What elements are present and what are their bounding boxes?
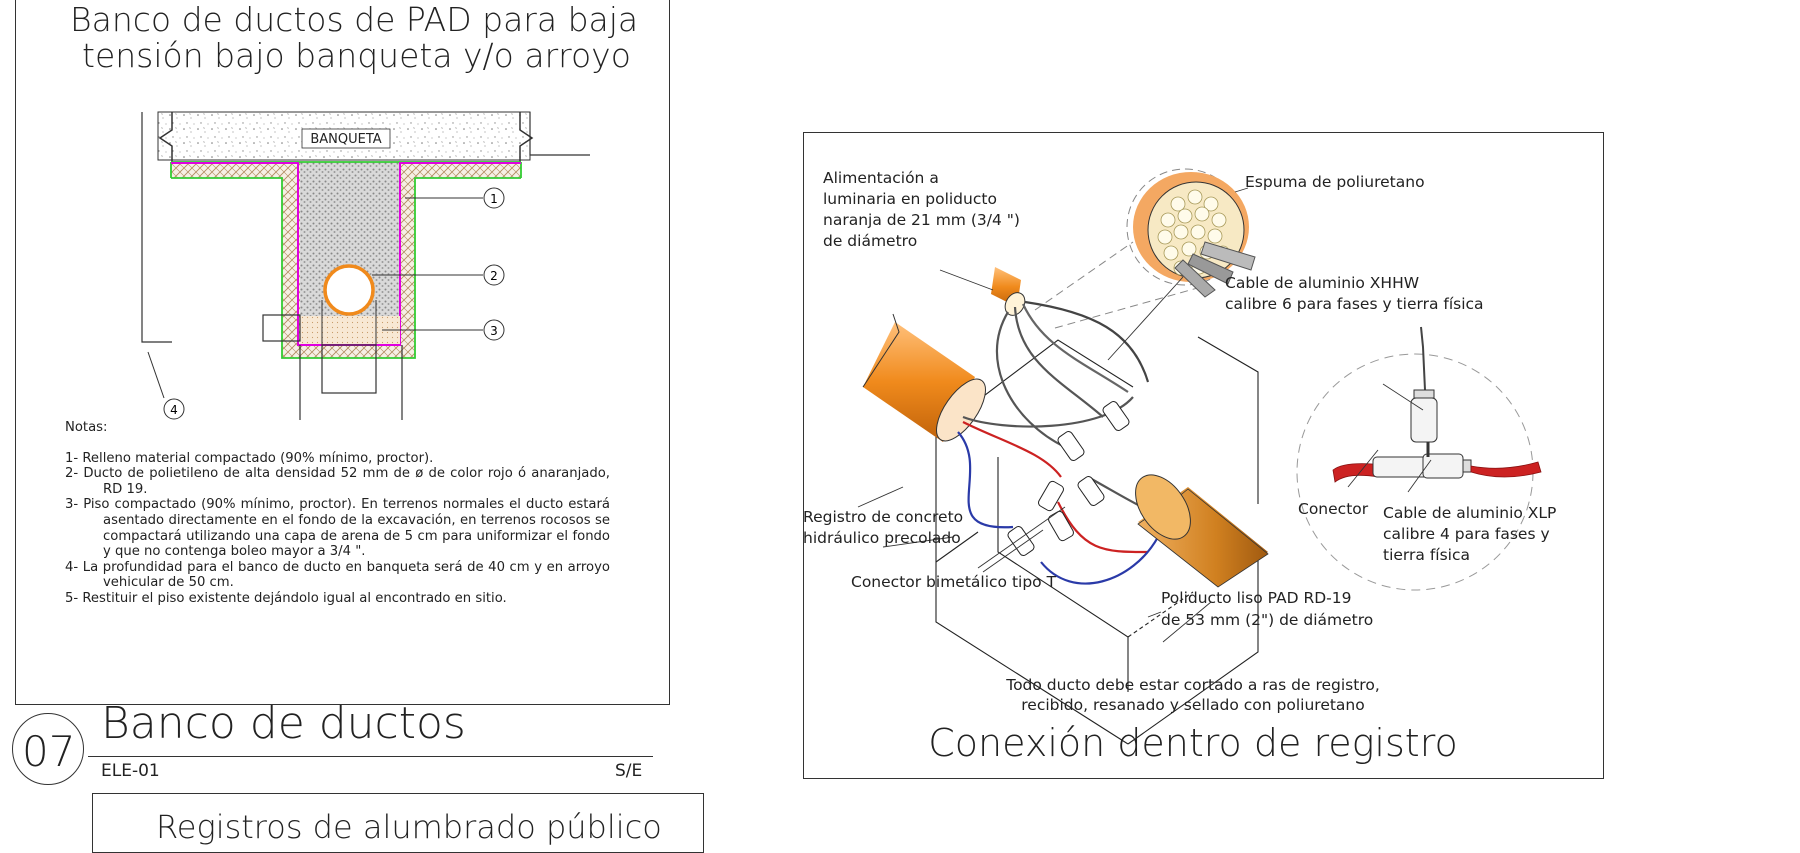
section-title-line2: tensión bajo banqueta y/o arroyo xyxy=(82,36,631,75)
sheet-number-circle xyxy=(12,713,84,785)
note-line-2: recibido, resanado y sellado con poliure… xyxy=(1021,696,1364,714)
foam-detail-circle xyxy=(1126,168,1256,298)
svg-text:luminaria en poliducto: luminaria en poliducto xyxy=(823,190,997,208)
sheet-code: ELE-01 xyxy=(101,761,160,781)
note-item: 4- La profundidad para el banco de ducto… xyxy=(65,559,610,591)
svg-text:1: 1 xyxy=(490,192,498,206)
note-item: 5- Restituir el piso existente dejándolo… xyxy=(65,590,507,606)
section-frame-right xyxy=(803,132,1604,779)
registro-connection-drawing: Alimentación a luminaria en poliducto na… xyxy=(803,168,1556,765)
svg-text:calibre 4 para fases y: calibre 4 para fases y xyxy=(1383,525,1550,543)
bottom-section-title: Registros de alumbrado público xyxy=(156,808,662,846)
svg-text:calibre 6 para fases y tierra: calibre 6 para fases y tierra física xyxy=(1225,295,1484,313)
svg-text:hidráulico precolado: hidráulico precolado xyxy=(803,529,961,547)
svg-text:de 53 mm (2") de diámetro: de 53 mm (2") de diámetro xyxy=(1161,611,1373,629)
svg-text:2: 2 xyxy=(490,269,498,283)
duct-pipe xyxy=(323,264,375,316)
label-registro: Registro de concreto xyxy=(803,508,963,526)
label-poliducto: Poliducto liso PAD RD-19 xyxy=(1161,589,1352,607)
label-cable-xhhw: Cable de aluminio XHHW xyxy=(1225,274,1419,292)
note-line-1: Todo ducto debe estar cortado a ras de r… xyxy=(1005,676,1380,694)
sheet-number: 07 xyxy=(22,727,76,776)
label-espuma: Espuma de poliuretano xyxy=(1245,173,1425,191)
notes-block: Notas: 1- Relleno material compactado (9… xyxy=(65,420,610,607)
note-item: 2- Ducto de polietileno de alta densidad… xyxy=(65,466,610,497)
callout-4: 4 xyxy=(163,398,185,420)
svg-text:4: 4 xyxy=(170,403,178,417)
section-title-line1: Banco de ductos de PAD para baja xyxy=(70,0,639,39)
orange-duct-large xyxy=(862,313,986,442)
sheet-title: Banco de ductos xyxy=(101,698,466,749)
sheet-scale: S/E xyxy=(615,761,643,781)
callout-2: 2 xyxy=(483,264,505,286)
svg-text:de diámetro: de diámetro xyxy=(823,232,917,250)
callout-3: 3 xyxy=(483,319,505,341)
banqueta-label: BANQUETA xyxy=(310,132,381,147)
note-item: 3- Piso compactado (90% mínimo, proctor)… xyxy=(65,497,610,560)
svg-text:3: 3 xyxy=(490,324,498,338)
duct-bank-section-drawing: BANQUETA 1 2 3 4 xyxy=(141,111,590,420)
brown-duct xyxy=(1135,474,1269,588)
orange-duct-small xyxy=(991,267,1026,316)
title-rule xyxy=(88,756,653,757)
svg-text:tierra física: tierra física xyxy=(1383,546,1470,564)
label-alimentacion: Alimentación a xyxy=(823,169,939,187)
section-frame-left xyxy=(15,0,670,705)
connector-detail-circle xyxy=(1296,326,1542,591)
callout-1: 1 xyxy=(483,187,505,209)
right-section-title: Conexión dentro de registro xyxy=(928,721,1457,765)
svg-text:naranja de 21 mm (3/4 "): naranja de 21 mm (3/4 ") xyxy=(823,211,1020,229)
label-conector: Conector xyxy=(1298,500,1369,518)
note-item: 1- Relleno material compactado (90% míni… xyxy=(65,450,434,466)
notes-heading: Notas: xyxy=(65,420,108,435)
label-cable-xlp: Cable de aluminio XLP xyxy=(1383,504,1556,522)
label-conector-t: Conector bimetálico tipo T xyxy=(851,573,1057,591)
